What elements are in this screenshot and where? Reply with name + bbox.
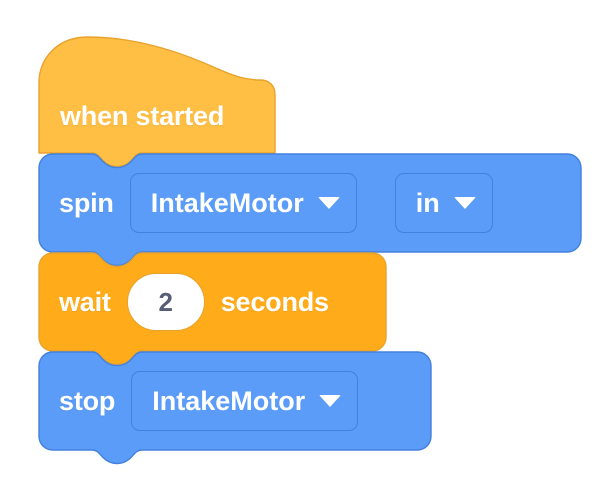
block-when-started[interactable]: when started: [38, 36, 276, 168]
block-script-stack[interactable]: when started spin IntakeMotor in: [38, 36, 582, 465]
block-stop[interactable]: stop IntakeMotor: [38, 351, 432, 465]
wait-duration-input[interactable]: 2: [126, 273, 205, 331]
stop-motor-dropdown[interactable]: IntakeMotor: [131, 371, 359, 431]
block-label-stop: stop: [59, 385, 116, 416]
spin-direction-dropdown[interactable]: in: [394, 173, 493, 233]
chevron-down-icon: [317, 197, 340, 209]
stop-motor-dropdown-value: IntakeMotor: [152, 385, 306, 416]
spin-direction-dropdown-value: in: [415, 187, 440, 218]
chevron-down-icon: [319, 395, 342, 407]
block-spin[interactable]: spin IntakeMotor in: [38, 153, 582, 267]
block-label-seconds: seconds: [220, 286, 329, 317]
block-label-spin: spin: [59, 187, 114, 218]
block-wait[interactable]: wait 2 seconds: [38, 252, 387, 366]
spin-motor-dropdown-value: IntakeMotor: [150, 187, 304, 218]
chevron-down-icon: [453, 197, 476, 209]
wait-duration-value: 2: [158, 287, 173, 317]
block-label-wait: wait: [59, 286, 111, 317]
spin-motor-dropdown[interactable]: IntakeMotor: [129, 173, 357, 233]
block-label-when-started: when started: [60, 100, 225, 131]
